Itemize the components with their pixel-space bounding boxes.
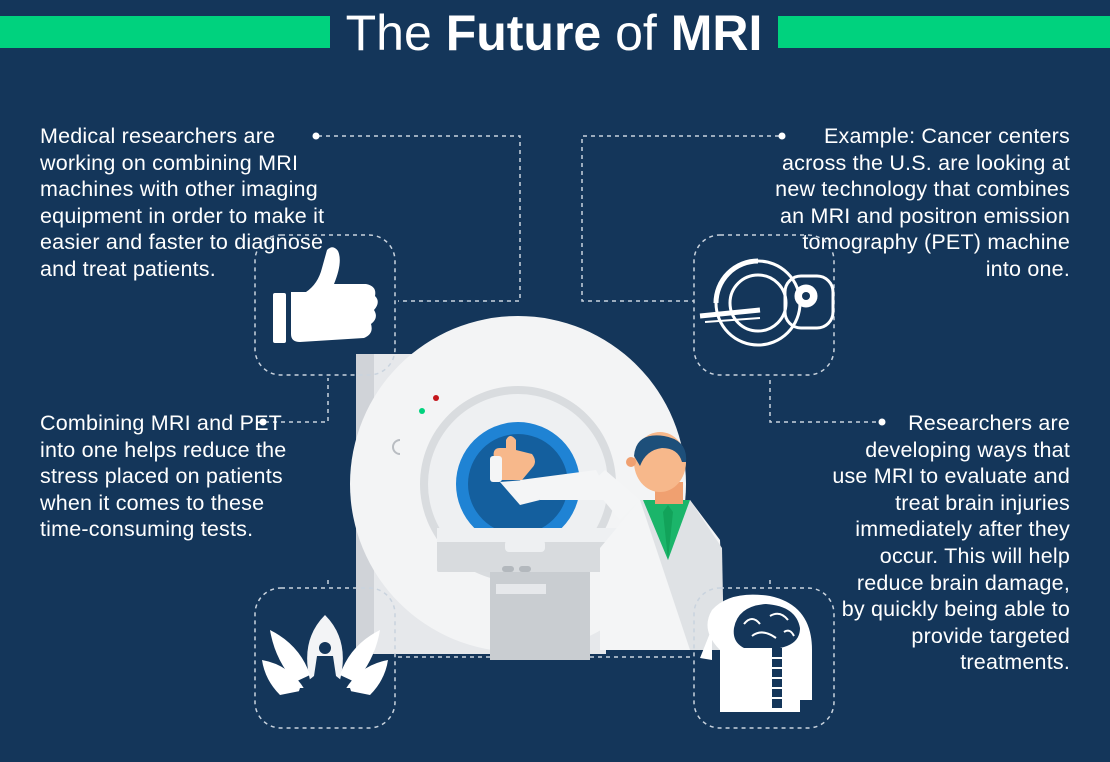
callout-top-left: Medical researchers are working on combi… [40,124,325,281]
callout-bottom-left: Combining MRI and PET into one helps red… [40,411,287,542]
page-title: The Future of MRI [345,5,763,61]
callout-top-right: Example: Cancer centers across the U.S. … [775,124,1070,281]
callout-bottom-right: Researchers are developing ways that use… [832,411,1070,675]
header-accent-bar-left [0,16,330,48]
header-accent-bar-right [778,16,1110,48]
doctor-illustration [490,432,725,650]
pet-mri-scanner-icon [699,258,835,347]
thumbs-up-icon [273,247,378,343]
head-brain-icon [700,594,812,712]
